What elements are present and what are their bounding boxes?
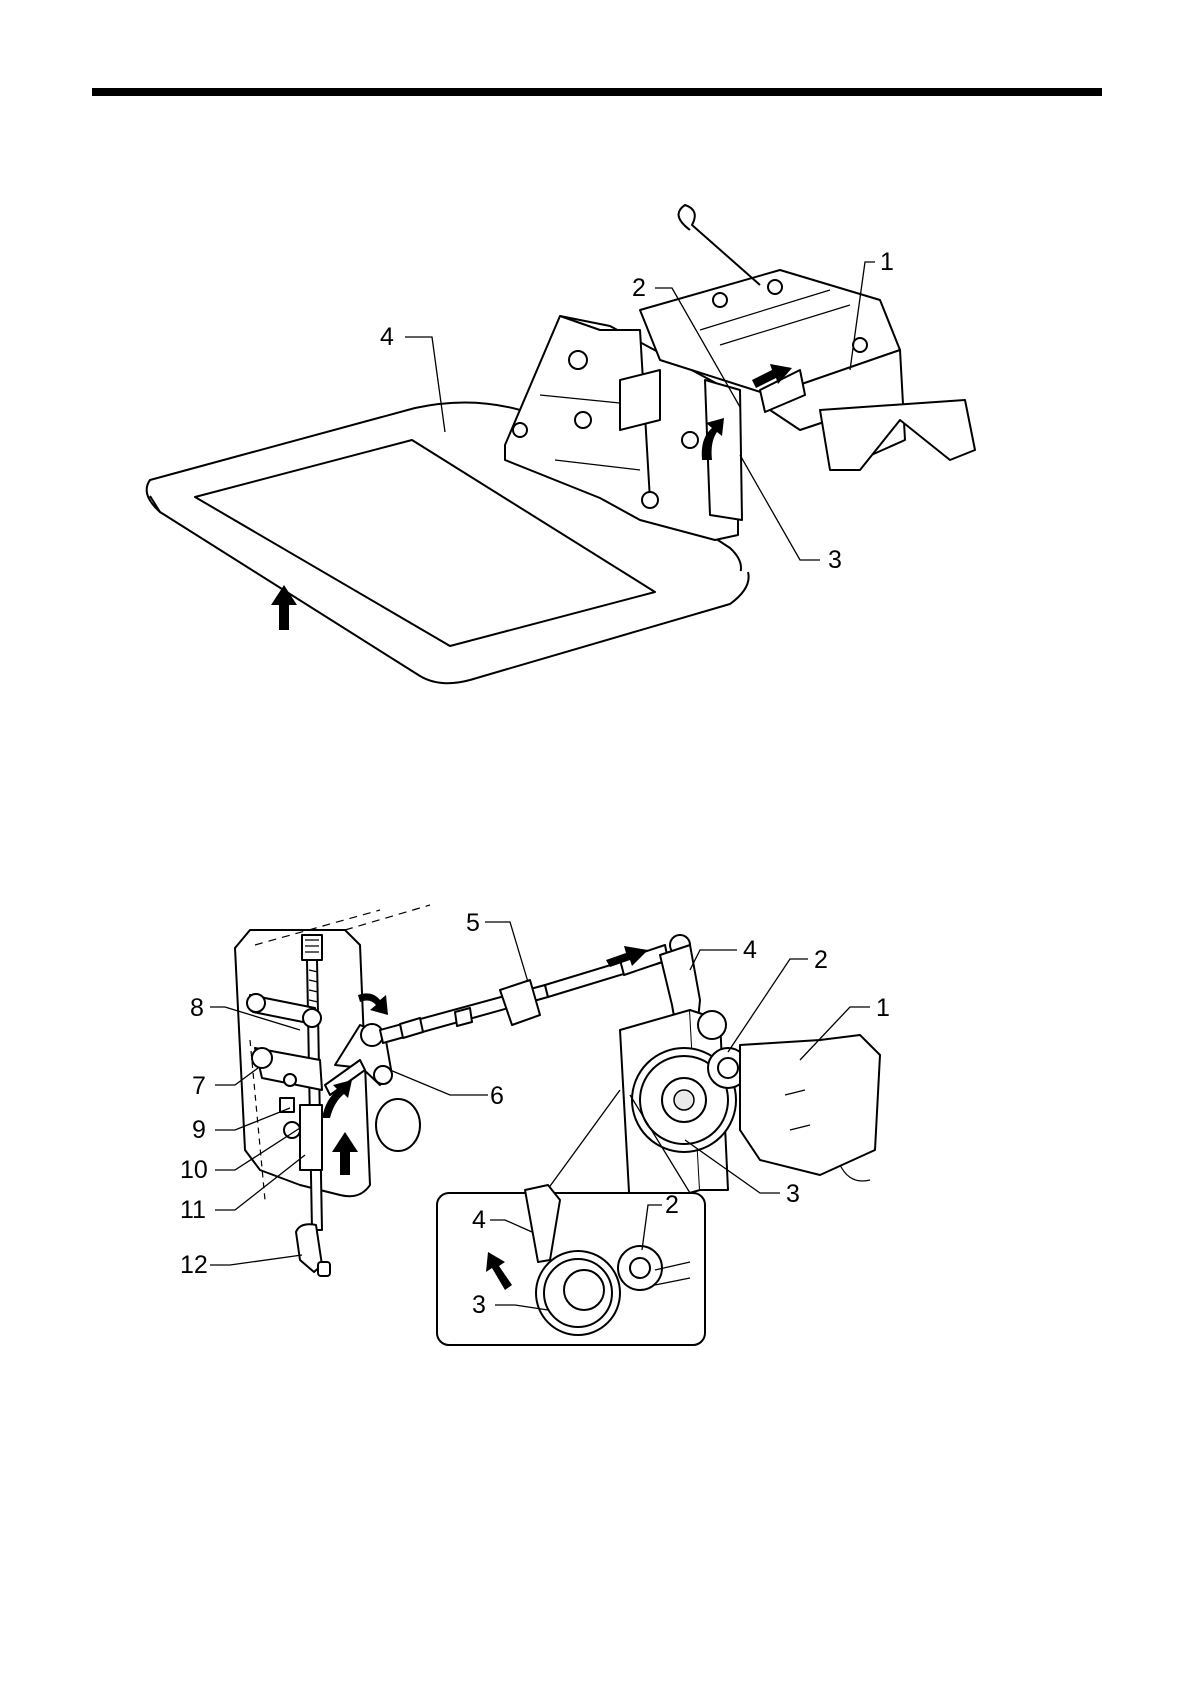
inset-callout-4: 4 bbox=[472, 1206, 486, 1234]
callout-9: 9 bbox=[192, 1116, 206, 1144]
callout-4: 4 bbox=[743, 936, 757, 964]
callout-12: 12 bbox=[180, 1251, 208, 1279]
callout-5: 5 bbox=[466, 909, 480, 937]
callout-6: 6 bbox=[490, 1082, 504, 1110]
bottom-figure-presser-drive-mechanism: 5 4 2 1 8 6 7 9 10 11 12 3 4 2 3 bbox=[0, 0, 1190, 1400]
motor-gear-unit bbox=[620, 1010, 880, 1210]
inset-callout-2: 2 bbox=[665, 1191, 679, 1219]
callout-1: 1 bbox=[876, 994, 890, 1022]
callout-2: 2 bbox=[814, 946, 828, 974]
callout-3: 3 bbox=[786, 1180, 800, 1208]
callout-11: 11 bbox=[180, 1196, 206, 1224]
inset-callout-3: 3 bbox=[472, 1291, 486, 1319]
callout-7: 7 bbox=[192, 1072, 206, 1100]
callout-8: 8 bbox=[190, 994, 204, 1022]
callout-10: 10 bbox=[180, 1156, 208, 1184]
